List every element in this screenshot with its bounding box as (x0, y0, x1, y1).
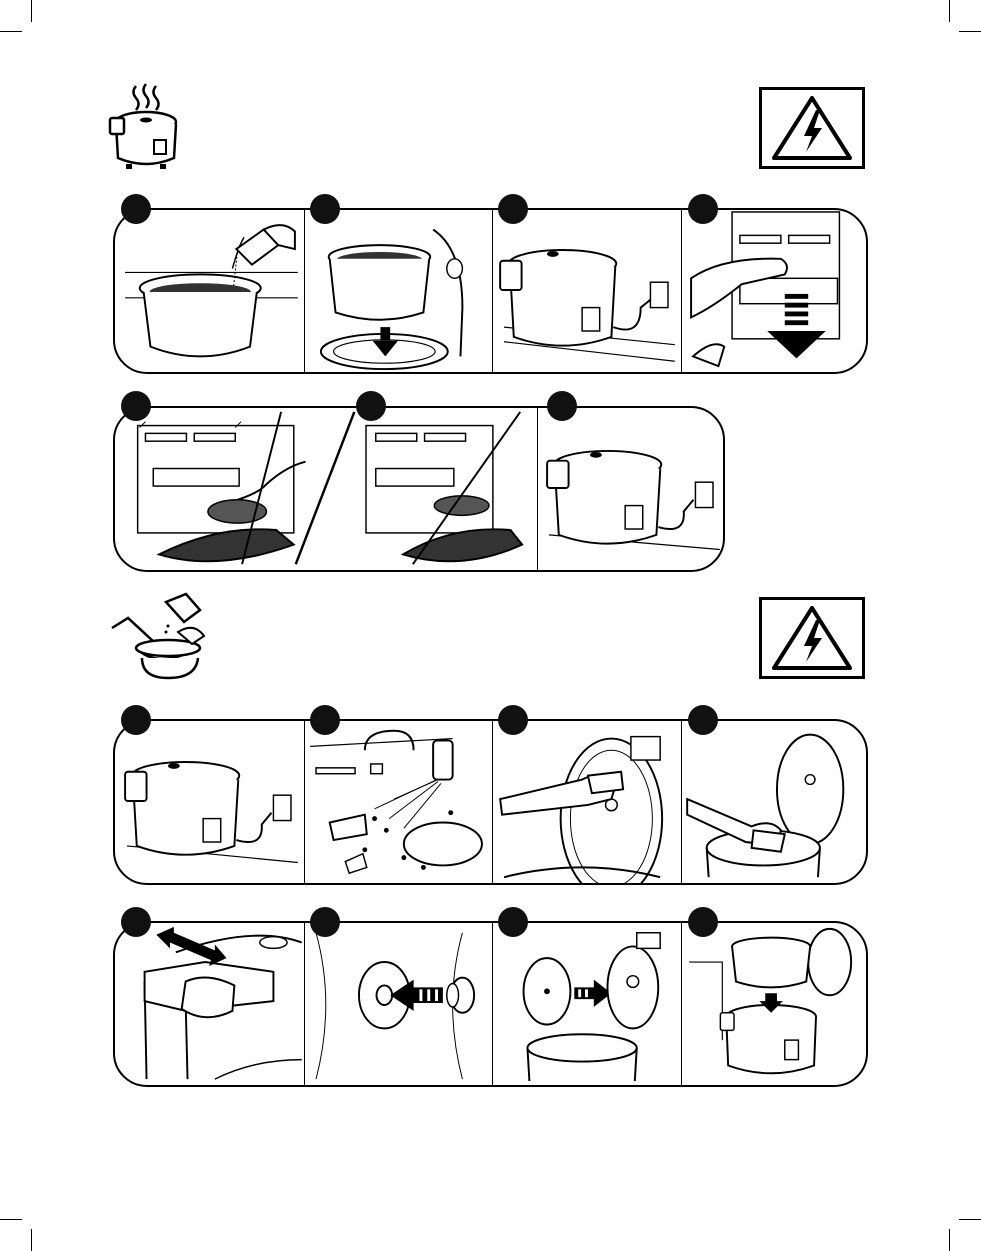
cleaning-steps-row-1 (113, 719, 868, 885)
step-plug-in-cooker (492, 210, 681, 372)
step-insert-inner-pot (304, 210, 492, 372)
step-measure-water (115, 210, 304, 372)
step-wash-pot-and-lid (304, 721, 492, 883)
crop-mark (959, 31, 981, 32)
step-badge (498, 194, 528, 224)
electric-shock-warning-icon (759, 597, 865, 679)
step-badge (310, 194, 340, 224)
crop-mark (0, 1219, 22, 1220)
step-press-switch (681, 210, 868, 372)
step-badge (310, 907, 340, 937)
step-badge (688, 705, 718, 735)
step-badge (121, 705, 151, 735)
washing-bowl-icon (106, 592, 210, 682)
electric-shock-warning-icon (759, 87, 865, 169)
step-badge (498, 705, 528, 735)
step-unplug-before-cleaning (115, 721, 304, 883)
crop-mark (31, 1229, 32, 1251)
step-badge (688, 194, 718, 224)
step-unplug-cooker (537, 408, 725, 570)
cleaning-steps-row-2 (113, 921, 868, 1087)
step-badge (310, 705, 340, 735)
step-wipe-lid (492, 721, 681, 883)
step-stir-rice-keep-warm (115, 408, 537, 570)
step-reattach-lid (492, 923, 681, 1085)
step-badge (121, 907, 151, 937)
crop-mark (949, 0, 950, 22)
crop-mark (949, 1229, 950, 1251)
step-badge (547, 391, 577, 421)
cooking-steps-row-2 (113, 406, 725, 572)
step-replace-inner-pot (681, 923, 868, 1085)
crop-mark (959, 1219, 981, 1220)
step-badge (121, 391, 151, 421)
cooking-steps-row-1 (113, 208, 868, 374)
crop-mark (31, 0, 32, 22)
step-wipe-handle (115, 923, 304, 1085)
step-badge (121, 194, 151, 224)
crop-mark (0, 31, 22, 32)
step-badge (688, 907, 718, 937)
step-badge (356, 391, 386, 421)
step-wipe-heating-plate (681, 721, 868, 883)
step-badge (498, 907, 528, 937)
step-remove-valve (304, 923, 492, 1085)
steaming-rice-cooker-icon (106, 82, 184, 174)
